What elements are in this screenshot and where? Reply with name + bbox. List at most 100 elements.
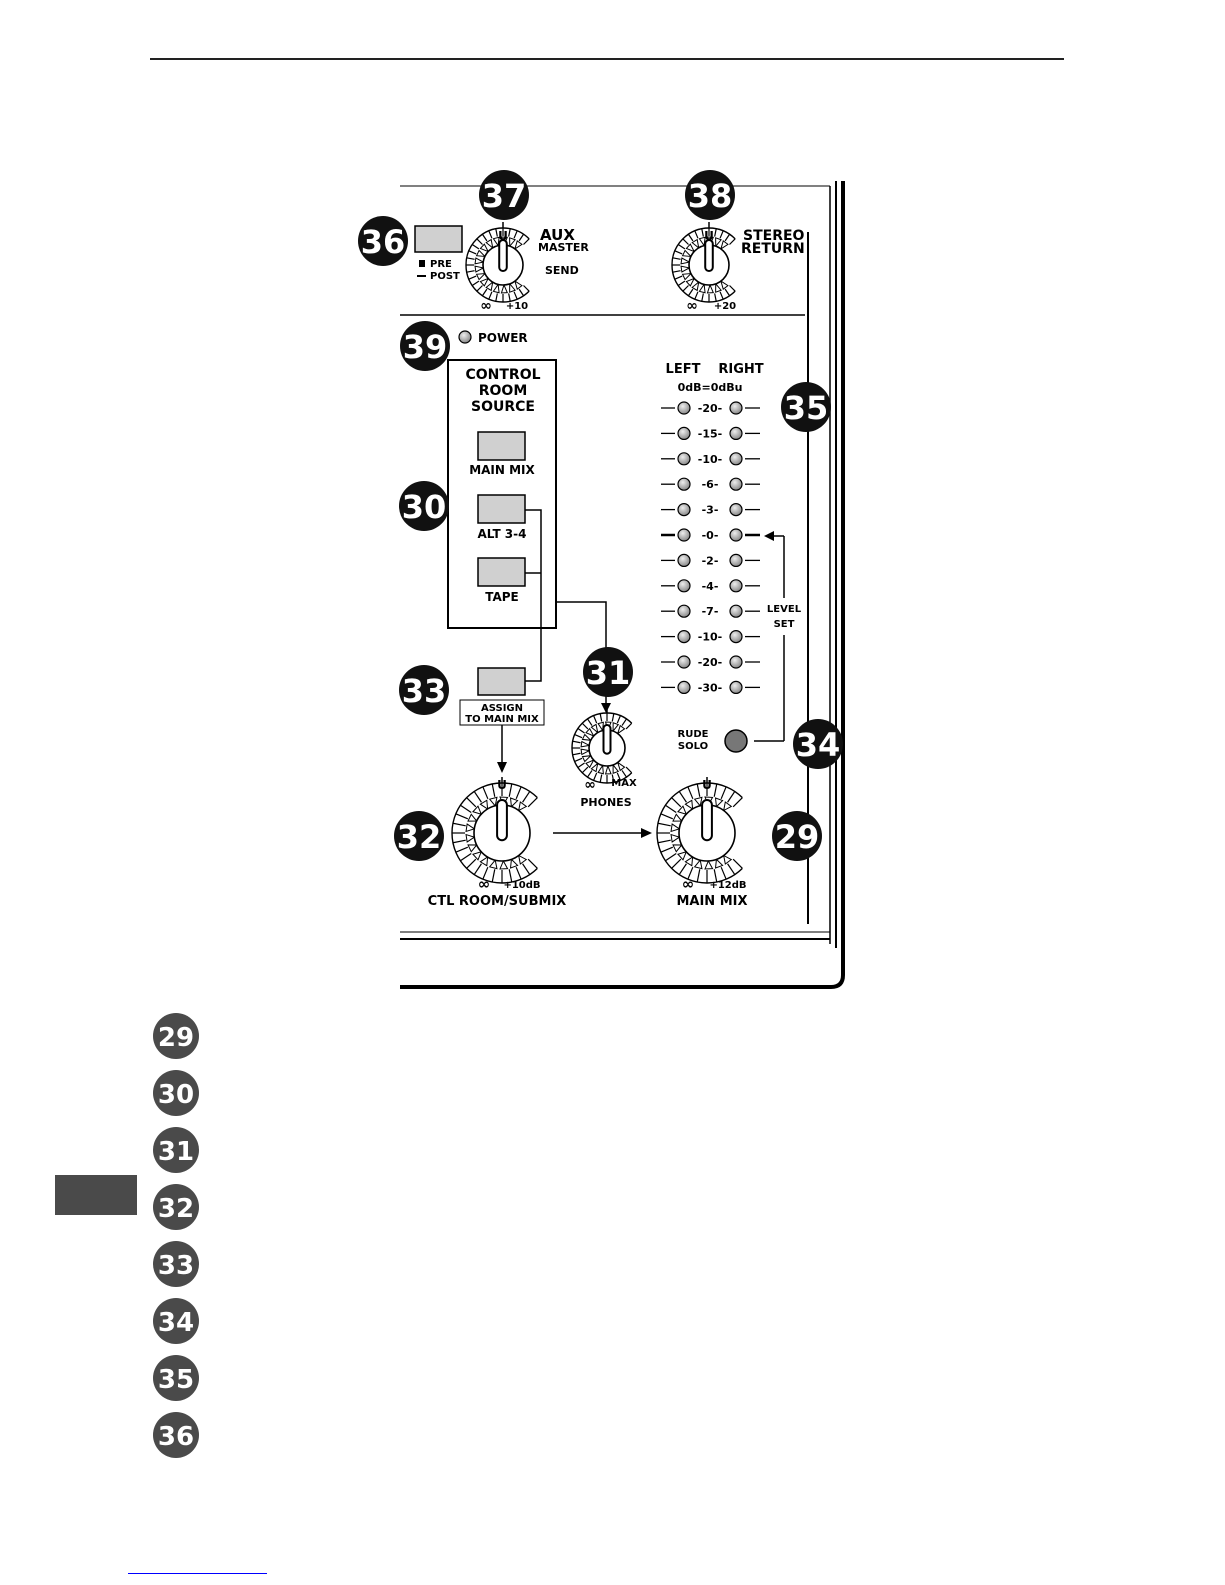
meter-level-label: -3- [702,504,719,517]
meter-level-label: -10- [698,631,722,644]
svg-text:36: 36 [158,1422,194,1452]
meter-level-label: -20- [698,402,722,415]
svg-text:31: 31 [158,1137,194,1167]
panel-outline [400,181,845,989]
meter-row: -10- [661,452,760,466]
aux-unity-label: U [498,229,508,243]
meter-level-label: -2- [702,554,719,567]
pre-post-switch[interactable]: PRE POST [414,225,463,282]
svg-text:33: 33 [402,672,447,710]
stereo-return-knob[interactable] [671,222,736,303]
meter-left-label: LEFT [666,362,701,377]
callout-38: 38 [685,170,735,220]
svg-text:34: 34 [158,1308,194,1338]
stereo-return-label-1: STEREO [743,228,805,244]
control-room-title-3: SOURCE [471,399,535,415]
legend-badge-30: 30 [153,1070,199,1116]
callout-30: 30 [399,481,449,531]
ctl-room-scale-min: ∞ [478,875,491,893]
main-mix-unity-label: U [702,778,712,792]
stereo-return-unity-label: U [704,229,714,243]
meter-led-right [729,604,743,618]
meter-level-label: -20- [698,656,722,669]
svg-text:34: 34 [796,726,841,764]
callout-31: 31 [583,647,633,697]
svg-text:30: 30 [402,488,447,526]
alt-3-4-source-button[interactable] [477,494,526,524]
assign-label-box [459,699,545,726]
aux-master-label: MASTER [538,241,589,254]
svg-text:33: 33 [158,1251,194,1281]
control-room-title-2: ROOM [479,383,528,399]
rude-solo-label-2: SOLO [678,741,708,752]
meter-led-left [677,477,691,491]
aux-master-send-knob[interactable] [465,222,530,303]
post-label: POST [430,271,460,282]
callout-33: 33 [399,665,449,715]
meter-row: -30- [661,680,760,695]
legend-badge-34: 34 [153,1298,199,1344]
assign-label-1: ASSIGN [481,703,523,714]
rude-solo-led [724,729,748,753]
assign-to-main-mix-button[interactable] [477,667,526,696]
svg-text:29: 29 [158,1023,194,1053]
meter-led-right [729,553,743,568]
meter-led-right [729,426,743,440]
level-set-label-1: LEVEL [767,604,802,615]
level-meter: -20--15--10--6--3--0--2--4--7--10--20--3… [661,401,760,695]
meter-led-left [677,655,691,669]
meter-led-left [677,553,691,568]
assign-label-2: TO MAIN MIX [465,714,539,725]
main-mix-knob[interactable] [656,777,743,884]
meter-level-label: -6- [702,478,719,491]
meter-row: -15- [661,426,760,440]
svg-text:37: 37 [482,177,527,215]
callout-37: 37 [479,170,529,220]
meter-row: -6- [661,477,760,491]
main-mix-scale-max: +12dB [709,880,746,891]
main-mix-scale-min: ∞ [682,875,695,893]
svg-text:35: 35 [784,389,829,427]
rude-solo-label-1: RUDE [678,729,709,740]
control-room-source-box [447,359,557,629]
tape-source-button[interactable] [477,557,526,587]
pre-label: PRE [430,259,452,270]
level-set-label-2: SET [774,619,795,630]
phones-scale-max: MAX [611,778,637,789]
footer-link-line [128,1573,267,1574]
svg-text:39: 39 [403,328,448,366]
stereo-return-label-2: RETURN [741,241,805,257]
svg-text:38: 38 [688,177,733,215]
phones-label: PHONES [580,796,631,809]
callout-29: 29 [772,811,822,861]
meter-level-label: -7- [702,605,719,618]
phones-knob[interactable] [571,707,633,784]
meter-right-label: RIGHT [718,362,763,377]
ctl-room-label: CTL ROOM/SUBMIX [428,894,567,909]
meter-led-right [729,655,743,669]
callout-35: 35 [781,382,831,432]
meter-led-left [677,604,691,618]
svg-text:31: 31 [586,654,631,692]
stereo-return-scale-max: +20 [714,301,736,312]
meter-led-left [677,503,691,517]
ctl-room-submix-knob[interactable] [451,777,538,884]
meter-led-right [729,528,743,542]
legend-badge-36: 36 [153,1412,199,1458]
meter-reference-label: 0dB=0dBu [678,381,743,394]
svg-text:35: 35 [158,1365,194,1395]
legend-badge-33: 33 [153,1241,199,1287]
meter-led-right [729,452,743,466]
svg-text:30: 30 [158,1080,194,1110]
meter-led-left [677,401,691,415]
meter-row: -2- [661,553,760,568]
callout-39: 39 [400,321,450,371]
meter-led-right [729,477,743,491]
meter-led-left [677,680,691,695]
svg-text:32: 32 [397,818,442,856]
legend-badge-32: 32 [153,1184,199,1230]
alt-3-4-source-label: ALT 3-4 [478,527,527,541]
main-mix-source-button[interactable] [477,431,526,461]
meter-level-label: -10- [698,453,722,466]
svg-text:32: 32 [158,1194,194,1224]
